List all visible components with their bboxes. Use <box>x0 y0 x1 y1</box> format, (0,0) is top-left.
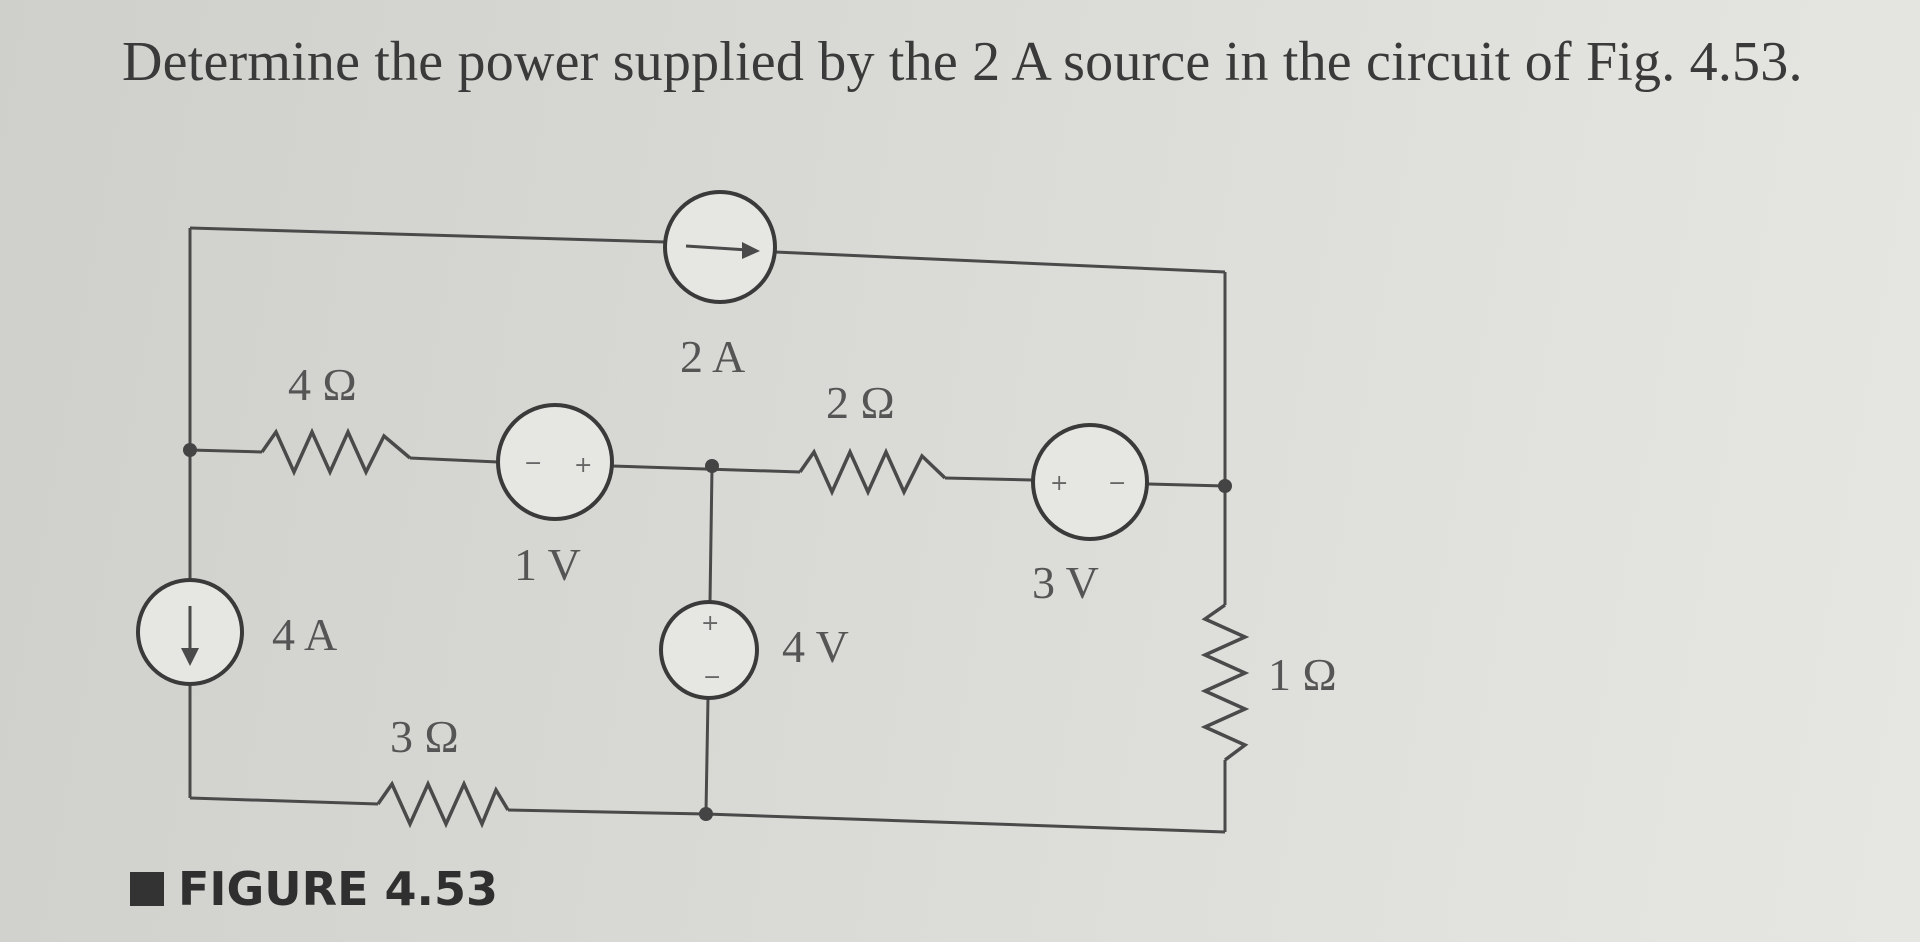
wire-top-left <box>189 226 666 244</box>
plus-sign-1v: + <box>574 453 592 478</box>
voltage-source-4v <box>659 600 759 700</box>
label-4-ohm: 4 Ω <box>288 359 357 410</box>
node-left <box>183 443 197 457</box>
wire-bottom-mid <box>507 808 707 816</box>
wire-bottom-right <box>705 812 1226 834</box>
plus-sign-3v: + <box>1050 471 1068 496</box>
minus-sign-4v: − <box>703 665 721 690</box>
arrowhead-right-icon <box>742 242 760 259</box>
node-center <box>705 459 719 473</box>
wire-center-top <box>708 467 714 603</box>
wire-mid-4 <box>1147 482 1226 488</box>
question-text: Determine the power supplied by the 2 A … <box>122 31 1803 93</box>
resistor-2-ohm <box>798 447 947 497</box>
resistor-1-ohm <box>1200 603 1250 762</box>
wire-center-bottom <box>704 697 710 813</box>
wire-mid-1 <box>409 456 499 464</box>
label-2-ohm: 2 Ω <box>826 377 895 428</box>
wire-mid-left <box>189 448 263 454</box>
arrowhead-down-icon <box>181 648 199 666</box>
voltage-source-3v <box>1031 423 1149 541</box>
figure-caption-text: FIGURE 4.53 <box>178 862 499 916</box>
label-4a: 4 A <box>272 609 337 660</box>
minus-sign-3v: − <box>1108 471 1126 496</box>
node-bottom <box>699 807 713 821</box>
label-2a: 2 A <box>680 331 745 382</box>
caption-square-icon <box>130 872 164 906</box>
plus-sign-4v: + <box>701 611 719 636</box>
minus-sign-1v: − <box>524 451 542 476</box>
voltage-source-1v <box>496 403 614 521</box>
figure-caption: FIGURE 4.53 <box>130 862 498 916</box>
node-right <box>1218 479 1232 493</box>
wire-bottom-left <box>189 796 379 806</box>
label-3v: 3 V <box>1032 557 1099 608</box>
label-1v: 1 V <box>514 539 581 590</box>
wire-mid-3 <box>944 476 1033 482</box>
arrow-right-icon <box>685 244 749 252</box>
label-3-ohm: 3 Ω <box>390 711 459 762</box>
label-4v: 4 V <box>782 621 849 672</box>
resistor-3-ohm <box>376 779 510 829</box>
wire-top-right <box>774 250 1226 274</box>
label-1-ohm: 1 Ω <box>1268 649 1337 700</box>
resistor-4-ohm <box>260 427 412 477</box>
